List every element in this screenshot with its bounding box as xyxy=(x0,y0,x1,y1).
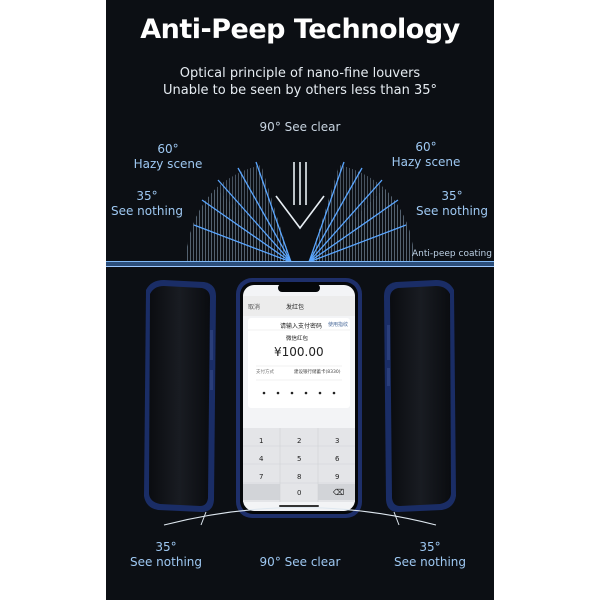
screen-header-title: 发红包 xyxy=(286,304,305,311)
screen-cancel: 取消 xyxy=(248,304,261,311)
screen-amount: ¥100.00 xyxy=(274,345,324,359)
keypad-key: 8 xyxy=(297,473,302,481)
right-35-degree: 35° xyxy=(441,189,463,203)
screen-item-name: 微信红包 xyxy=(286,336,309,342)
left-see-nothing: See nothing xyxy=(110,204,183,218)
screen-password-prompt: 请输入支付密码 xyxy=(280,323,323,330)
backspace-icon: ⌫ xyxy=(333,488,345,497)
keypad-key: 4 xyxy=(259,455,264,463)
left-viewing-fan xyxy=(185,161,292,263)
right-viewing-fan xyxy=(308,161,415,263)
keypad-key: 0 xyxy=(297,489,302,497)
viewing-arc xyxy=(163,507,437,526)
left-35-degree: 35° xyxy=(136,189,158,203)
anti-peep-coating-label: Anti-peep coating xyxy=(412,249,492,259)
top-see-clear-label: 90° See clear xyxy=(259,120,341,134)
coating-layer xyxy=(106,261,494,267)
right-see-nothing: See nothing xyxy=(415,204,488,218)
screen-pay-method-label: 支付方式 xyxy=(256,370,274,375)
bottom-left-see-nothing: See nothing xyxy=(129,555,202,569)
right-hazy-scene: Hazy scene xyxy=(391,155,461,169)
subtitle-line-1: Optical principle of nano-fine louvers xyxy=(179,66,421,81)
pin-dots xyxy=(262,391,336,395)
keypad-key: 7 xyxy=(259,473,264,481)
keypad-key: 5 xyxy=(297,455,302,463)
left-60-degree: 60° xyxy=(157,142,179,156)
bottom-right-see-nothing: See nothing xyxy=(393,555,466,569)
page-title: Anti-Peep Technology xyxy=(140,14,460,45)
left-phone-image xyxy=(144,280,216,512)
keypad-key: 3 xyxy=(335,437,340,445)
center-phone-image xyxy=(236,278,362,518)
keypad-key: 2 xyxy=(297,437,302,445)
bottom-right-35-degree: 35° xyxy=(419,540,441,554)
keypad-key: 1 xyxy=(259,437,264,445)
keypad-key: 6 xyxy=(335,455,340,463)
down-arrow-icon xyxy=(275,162,325,230)
right-60-degree: 60° xyxy=(415,140,437,154)
left-hazy-scene: Hazy scene xyxy=(133,157,203,171)
screen-fingerprint-link: 使用指纹 xyxy=(328,322,349,328)
right-phone-image xyxy=(384,280,456,512)
bottom-left-35-degree: 35° xyxy=(155,540,177,554)
bottom-center-see-clear: 90° See clear xyxy=(259,555,341,569)
subtitle-line-2: Unable to be seen by others less than 35… xyxy=(162,83,438,98)
screen-pay-method-value: 建设银行储蓄卡(8330) xyxy=(294,370,341,375)
keypad-key: 9 xyxy=(335,473,340,481)
louver-diagram xyxy=(106,161,494,526)
anti-peep-infographic: Anti-Peep Technology Optical principle o… xyxy=(106,0,494,600)
